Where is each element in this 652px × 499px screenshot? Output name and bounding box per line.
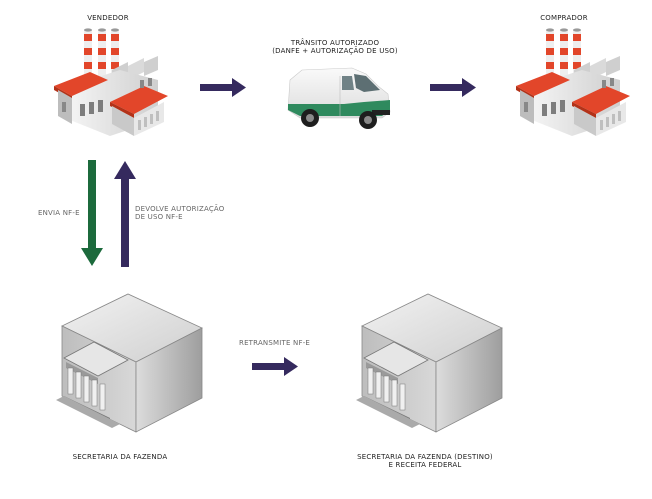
vendedor-label: VENDEDOR [87, 14, 129, 22]
sefaz-destino-label-line1: SECRETARIA DA FAZENDA (DESTINO) [357, 453, 493, 461]
transito-label-line2: (DANFE + AUTORIZAÇÃO DE USO) [272, 47, 398, 55]
factory-vendedor-icon [54, 28, 168, 136]
sefaz-label: SECRETARIA DA FAZENDA [72, 453, 168, 461]
van-icon [287, 67, 391, 129]
arrow-devolve-up [114, 161, 136, 267]
transito-label-line1: TRÂNSITO AUTORIZADO [290, 39, 380, 47]
arrow-transito-to-comprador [430, 78, 476, 97]
arrow-vendedor-to-transito [200, 78, 246, 97]
devolve-label-line2: DE USO NF-E [135, 213, 183, 221]
comprador-label: COMPRADOR [540, 14, 588, 22]
sefaz-building-icon [56, 293, 203, 433]
devolve-label-line1: DEVOLVE AUTORIZAÇÃO [135, 205, 225, 213]
arrow-envia-down [81, 160, 103, 266]
factory-comprador-icon [516, 28, 630, 136]
retransmite-label: RETRANSMITE NF-E [239, 339, 311, 347]
sefaz-destino-label-line2: E RECEITA FEDERAL [388, 461, 462, 469]
sefaz-destino-building-icon [356, 293, 503, 433]
envia-label: ENVIA NF-E [38, 209, 80, 217]
arrow-retransmite [252, 357, 298, 376]
